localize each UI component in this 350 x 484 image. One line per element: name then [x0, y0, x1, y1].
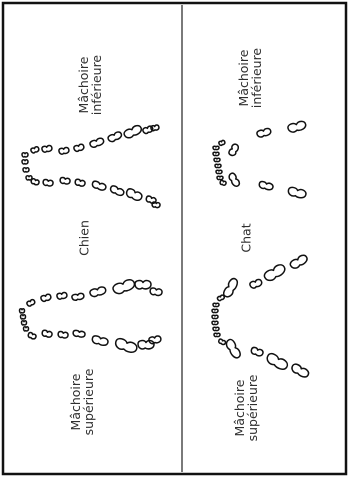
false: [20, 320, 28, 326]
true: [137, 339, 155, 350]
true: [225, 338, 241, 359]
false: [151, 201, 161, 209]
false: [72, 329, 86, 338]
true: [89, 286, 107, 298]
false: [250, 346, 264, 357]
false: [21, 152, 29, 158]
false: [148, 335, 162, 345]
false: [25, 175, 33, 181]
true: [228, 172, 241, 187]
true: [291, 363, 310, 378]
false: [22, 326, 30, 332]
true: [91, 335, 109, 347]
cat-lower-jaw-line2: inférieure: [249, 47, 264, 109]
true: [134, 279, 152, 290]
false: [150, 124, 160, 132]
true: [266, 352, 289, 370]
cat-lower-jaw-label: Mâchoire inférieure: [236, 47, 264, 109]
dog-upper-jaw-label: Mâchoire supérieure: [68, 368, 96, 436]
false: [26, 298, 36, 307]
true: [112, 279, 136, 295]
false: [107, 131, 123, 143]
true: [287, 186, 307, 199]
false: [213, 157, 221, 163]
false: [213, 332, 221, 338]
cat-name-label: Chat: [238, 223, 254, 253]
false: [89, 137, 105, 149]
true: [256, 127, 272, 138]
false: [212, 326, 220, 332]
false: [211, 314, 219, 320]
true: [258, 180, 274, 191]
false: [212, 145, 220, 151]
false: [56, 291, 68, 300]
false: [19, 314, 27, 320]
false: [91, 180, 107, 191]
cat-upper-jaw-line2: supérieure: [245, 374, 260, 442]
false: [57, 330, 69, 339]
false: [30, 177, 40, 186]
false: [71, 292, 85, 302]
true: [263, 264, 286, 282]
false: [41, 329, 53, 338]
false: [228, 143, 240, 157]
false: [218, 139, 226, 147]
true: [287, 120, 307, 133]
false: [219, 179, 227, 187]
false: [249, 278, 263, 289]
false: [73, 143, 85, 153]
false: [211, 320, 219, 326]
dog-upper-jaw-line2: supérieure: [81, 368, 96, 436]
dog-lower-jaw-label: Mâchoire inférieure: [76, 54, 104, 116]
dog-name: Chien: [76, 220, 92, 256]
dog-lower-jaw-line2: inférieure: [89, 54, 104, 116]
false: [59, 176, 71, 185]
false: [27, 331, 37, 340]
cat-name: Chat: [238, 223, 254, 253]
false: [215, 169, 223, 175]
false: [22, 167, 30, 173]
false: [142, 125, 154, 135]
dog-name-label: Chien: [76, 220, 92, 256]
false: [145, 195, 157, 205]
false: [41, 144, 53, 153]
false: [109, 185, 125, 197]
false: [149, 287, 163, 297]
true: [222, 277, 239, 298]
true: [123, 124, 143, 139]
false: [21, 159, 29, 165]
cat-upper-jaw-label: Mâchoire supérieure: [232, 374, 260, 442]
false: [216, 175, 224, 181]
false: [74, 178, 86, 187]
false: [42, 178, 54, 187]
false: [212, 151, 220, 157]
true: [289, 254, 308, 269]
false: [211, 308, 219, 314]
false: [214, 163, 222, 169]
false: [40, 293, 52, 303]
false: [212, 302, 220, 308]
true: [114, 337, 138, 353]
true: [125, 188, 143, 201]
false: [30, 145, 40, 154]
false: [18, 308, 26, 314]
figure-border: [1, 1, 348, 476]
false: [217, 338, 227, 346]
false: [58, 146, 70, 155]
